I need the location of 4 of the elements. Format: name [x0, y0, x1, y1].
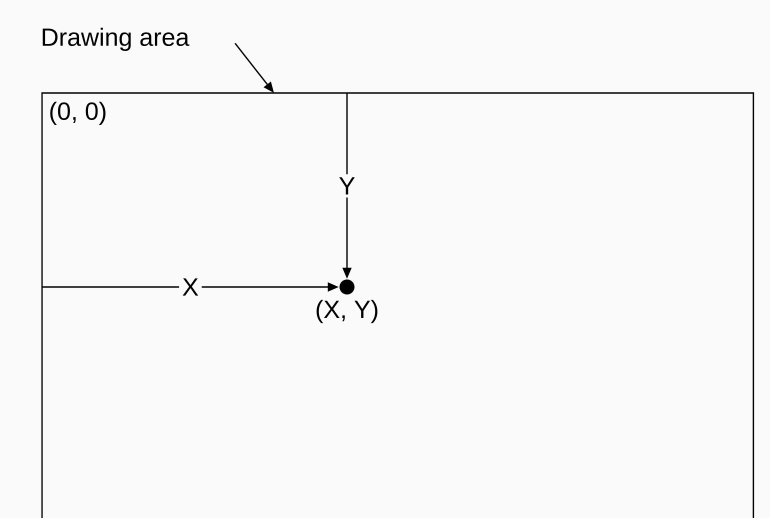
edge-label: X: [179, 275, 202, 299]
edge-label: Y: [336, 174, 358, 198]
point-label: (X, Y): [316, 300, 378, 324]
caption-text: Drawing area: [42, 28, 190, 51]
